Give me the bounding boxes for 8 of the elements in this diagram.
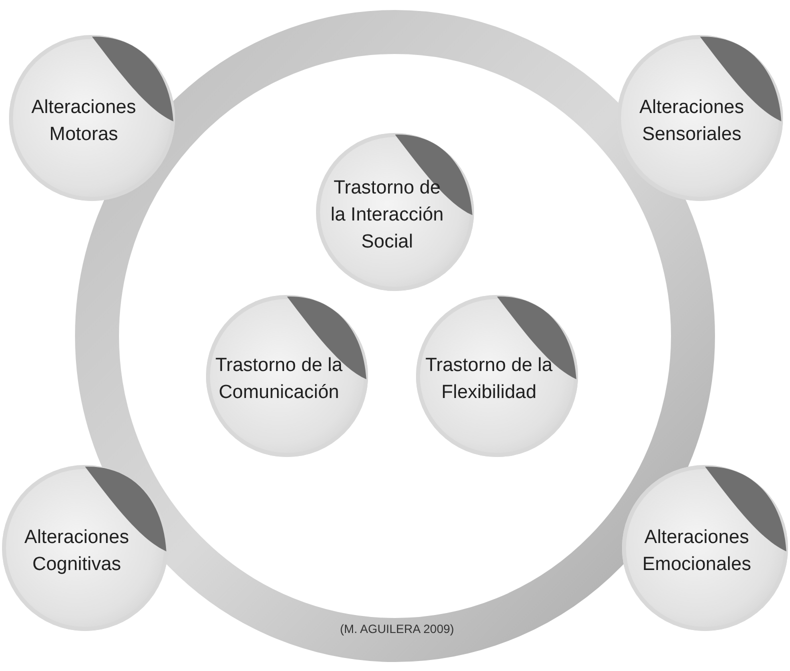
node-text: Alteraciones Motoras [30, 96, 137, 148]
node-text: Trastorno de la Interacción Social [330, 176, 445, 255]
node-text: Alteraciones Sensoriales [638, 96, 745, 148]
node-text: Alteraciones Emocionales [641, 526, 752, 578]
node-text: Alteraciones Cognitivas [23, 526, 130, 578]
node-text: Trastorno de la Flexibilidad [424, 354, 554, 406]
node-text: Trastorno de la Comunicación [214, 354, 344, 406]
citation-note: (M. AGUILERA 2009) [340, 622, 454, 636]
